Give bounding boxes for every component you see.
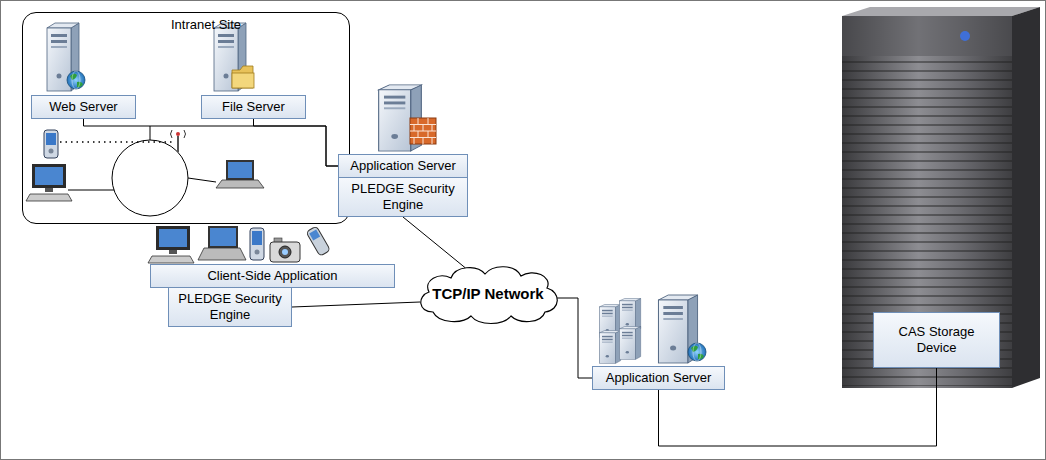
laptop-icon: [216, 160, 264, 188]
file-server-icon: [232, 66, 253, 88]
network-link: [292, 302, 420, 307]
laptop-icon: [228, 162, 252, 178]
camera-icon: [279, 246, 291, 258]
desktop-icon: [26, 164, 72, 201]
intranet-network: [60, 141, 172, 143]
intranet-network: [68, 190, 114, 191]
cloud-outline: [421, 267, 557, 324]
network-link: [556, 298, 592, 378]
network-link: [254, 119, 339, 166]
node-label: Application Server: [350, 158, 456, 174]
app-server-icon: [410, 118, 436, 144]
pda-icon: [46, 133, 56, 145]
camera-icon: [270, 238, 300, 262]
desktop-icon: [148, 256, 194, 263]
storage-tower: [842, 16, 1012, 388]
antenna-icon: [171, 130, 186, 138]
desktop-icon: [159, 229, 187, 247]
storage-tower: [960, 31, 970, 41]
antenna-icon: [176, 132, 180, 136]
storage-tower: [842, 7, 1040, 388]
app-server-icon: [410, 118, 436, 144]
pda-icon: [250, 228, 264, 260]
laptop-icon: [198, 248, 246, 260]
laptop-icon: [210, 228, 236, 246]
camera-icon: [270, 242, 300, 262]
desktop-icon: [169, 250, 177, 254]
pda-icon: [252, 231, 262, 245]
node-label: Client-Side Application: [207, 268, 337, 284]
node-label: PLEDGE Security Engine: [174, 291, 286, 323]
server-cluster-icon: [688, 343, 706, 361]
phone-icon: [306, 226, 330, 256]
web-server-icon: [47, 23, 85, 91]
site-region: Intranet SiteWeb Server File Server: [22, 12, 350, 224]
pda-icon: [44, 130, 58, 158]
phone-icon: [309, 230, 320, 241]
web-server-icon: [67, 71, 85, 89]
laptop-icon: [208, 226, 238, 248]
server-box: PLEDGE Security Engine: [338, 177, 468, 217]
antenna-icon: [177, 136, 179, 152]
storage-tower: [842, 16, 1012, 56]
server-cluster-icon: [688, 343, 706, 361]
desktop-icon: [26, 194, 72, 201]
node-label: Intranet Site: [171, 17, 349, 33]
desktop-icon: [45, 188, 53, 192]
node-label: TCP/IP Network: [432, 286, 543, 302]
desktop-icon: [156, 226, 190, 250]
pda-icon: [49, 149, 54, 154]
server-cluster-icon: [599, 330, 620, 363]
server-box: Application Server: [592, 366, 725, 390]
camera-icon: [282, 249, 288, 255]
server-box: CAS Storage Device: [873, 312, 1000, 368]
file-server-icon: [232, 73, 254, 88]
node-label: PLEDGE Security Engine: [344, 181, 462, 213]
intranet-network: [60, 126, 216, 216]
network-cloud: TCP/IP Network: [413, 262, 563, 326]
server-cluster-icon: [693, 343, 701, 361]
pda-icon: [255, 250, 260, 255]
laptop-icon: [216, 180, 264, 188]
server-cluster-icon: [599, 295, 706, 364]
file-server-icon: [214, 23, 254, 91]
web-server-icon: [67, 71, 85, 89]
app-server-icon: [410, 118, 436, 144]
storage-tower: [1012, 7, 1040, 388]
antenna-icon: [171, 130, 186, 152]
app-server-icon: [379, 85, 436, 151]
file-server-icon: [232, 66, 254, 88]
server-box: PLEDGE Security Engine: [168, 287, 292, 327]
node-label: Web Server: [49, 99, 117, 115]
pda-icon: [44, 130, 58, 158]
intranet-network: [112, 140, 188, 216]
node-label: CAS Storage Device: [879, 324, 994, 356]
storage-tower: [842, 7, 1040, 16]
desktop-icon: [35, 167, 63, 185]
intranet-network: [188, 178, 216, 182]
network-link: [84, 119, 339, 166]
server-cluster-icon: [619, 326, 640, 359]
storage-tower: [842, 60, 1012, 386]
server-box: Application Server: [338, 154, 468, 178]
desktop-icon: [32, 164, 66, 188]
laptop-icon: [198, 226, 246, 260]
web-server-icon: [72, 71, 80, 89]
server-box: Client-Side Application: [150, 264, 395, 288]
server-box: Web Server: [31, 95, 136, 119]
laptop-icon: [226, 160, 254, 180]
node-label: Application Server: [606, 370, 712, 386]
network-link: [403, 217, 466, 268]
desktop-icon: [148, 226, 194, 263]
server-box: File Server: [201, 95, 306, 119]
pda-icon: [250, 228, 264, 260]
phone-icon: [306, 226, 330, 256]
node-label: File Server: [222, 99, 285, 115]
intranet-network: [150, 126, 151, 140]
